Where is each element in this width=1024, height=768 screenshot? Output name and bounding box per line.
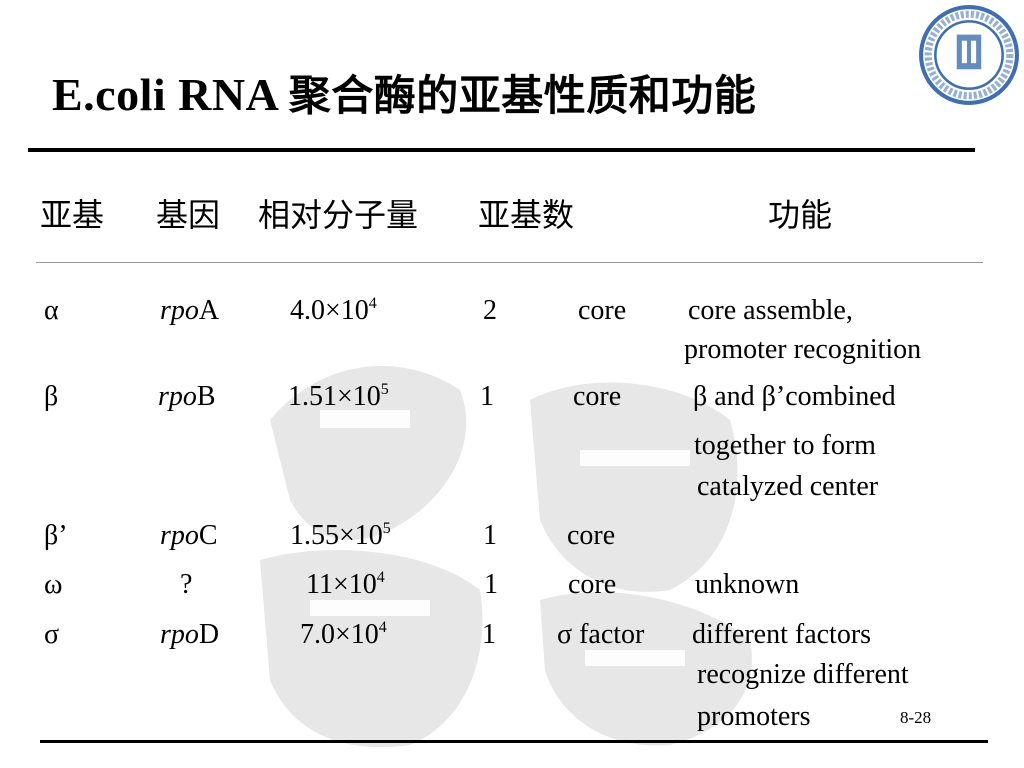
- title-divider: [28, 148, 975, 152]
- row-alpha-subunit: α: [44, 295, 59, 326]
- row-beta-prime-role: core: [567, 520, 616, 551]
- footer-divider: [40, 740, 988, 743]
- header-subunit: 亚基: [40, 196, 105, 234]
- row-omega-subunit: ω: [44, 569, 63, 600]
- row-beta-prime-gene: rpoC: [160, 520, 218, 551]
- row-beta-mass: 1.51×105: [288, 381, 389, 412]
- row-beta-gene: rpoB: [158, 381, 216, 412]
- row-sigma-function-line: different factors: [692, 619, 872, 650]
- row-beta-subunit: β: [44, 381, 59, 412]
- header-divider: [36, 262, 983, 263]
- row-beta-function-line: together to form: [694, 430, 876, 461]
- header-count: 亚基数: [478, 196, 575, 234]
- header-mass: 相对分子量: [258, 196, 419, 234]
- row-alpha-gene: rpoA: [160, 295, 220, 326]
- slide-title: E.coli RNA 聚合酶的亚基性质和功能: [52, 62, 756, 123]
- row-omega-role: core: [568, 569, 617, 600]
- row-sigma-role: σ factor: [557, 619, 645, 650]
- header-function: 功能: [768, 196, 833, 234]
- row-omega-mass: 11×104: [306, 569, 385, 600]
- row-beta-role: core: [573, 381, 622, 412]
- row-alpha-function-line: core assemble,: [688, 295, 853, 326]
- row-sigma-subunit: σ: [44, 619, 60, 650]
- row-alpha-mass: 4.0×104: [290, 295, 377, 326]
- page-number: 8-28: [900, 708, 932, 727]
- title-chinese: 聚合酶的亚基性质和功能: [288, 71, 757, 120]
- row-alpha-function-line: promoter recognition: [684, 334, 922, 365]
- row-sigma-mass: 7.0×104: [300, 619, 387, 650]
- header-gene: 基因: [156, 196, 221, 234]
- row-beta-function-line: catalyzed center: [697, 471, 879, 502]
- row-beta-prime-count: 1: [483, 520, 497, 551]
- university-seal-logo: [919, 5, 1019, 105]
- row-sigma-count: 1: [482, 619, 496, 650]
- row-alpha-role: core: [578, 295, 627, 326]
- row-alpha-count: 2: [483, 295, 497, 326]
- row-sigma-function-line: promoters: [697, 701, 811, 732]
- title-latin: E.coli RNA: [52, 69, 289, 120]
- row-omega-count: 1: [484, 569, 498, 600]
- row-omega-function-line: unknown: [695, 569, 800, 600]
- row-omega-gene: ?: [180, 569, 193, 600]
- row-beta-prime-subunit: β’: [44, 520, 68, 551]
- row-beta-function-line: β and β’combined: [693, 381, 896, 412]
- row-sigma-function-line: recognize different: [697, 659, 909, 690]
- row-sigma-gene: rpoD: [160, 619, 220, 650]
- row-beta-prime-mass: 1.55×105: [290, 520, 391, 551]
- row-beta-count: 1: [480, 381, 494, 412]
